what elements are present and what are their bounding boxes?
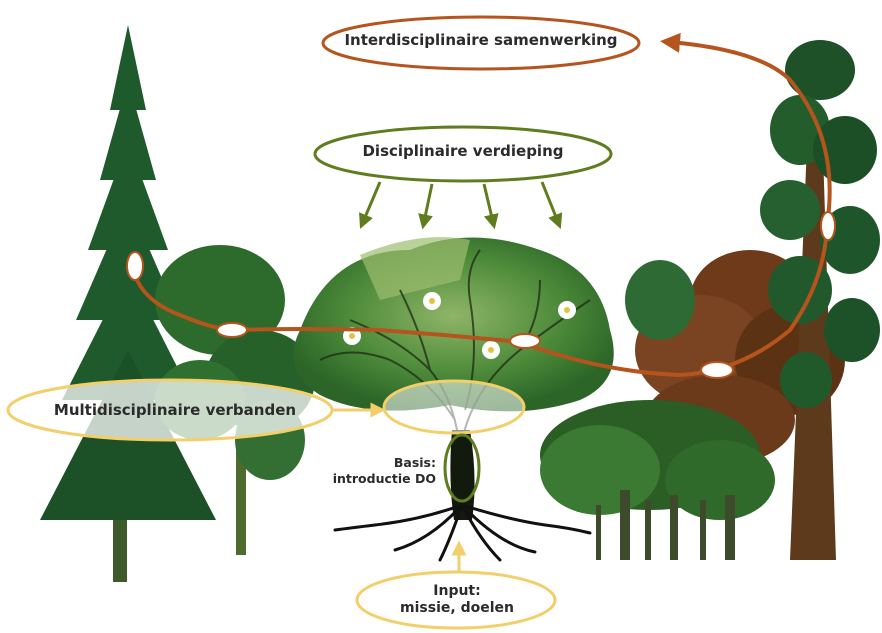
interdisciplinary-label: Interdisciplinaire samenwerking [322, 31, 640, 49]
banyan-tree-icon [540, 400, 775, 560]
input-label-line1: Input: [357, 583, 557, 600]
input-label: Input: missie, doelen [357, 583, 557, 617]
multidisciplinary-label: Multidisciplinaire verbanden [14, 401, 336, 419]
tree-crown-ellipse [384, 381, 524, 433]
input-label-line2: missie, doelen [357, 600, 557, 617]
basis-label-line2: introductie DO [312, 471, 436, 487]
disciplinary-arrows [363, 182, 558, 222]
redwood-tree-icon [760, 40, 880, 560]
basis-label-line1: Basis: [312, 455, 436, 471]
basis-label: Basis: introductie DO [312, 455, 436, 487]
disciplinary-label: Disciplinaire verdieping [316, 142, 610, 160]
